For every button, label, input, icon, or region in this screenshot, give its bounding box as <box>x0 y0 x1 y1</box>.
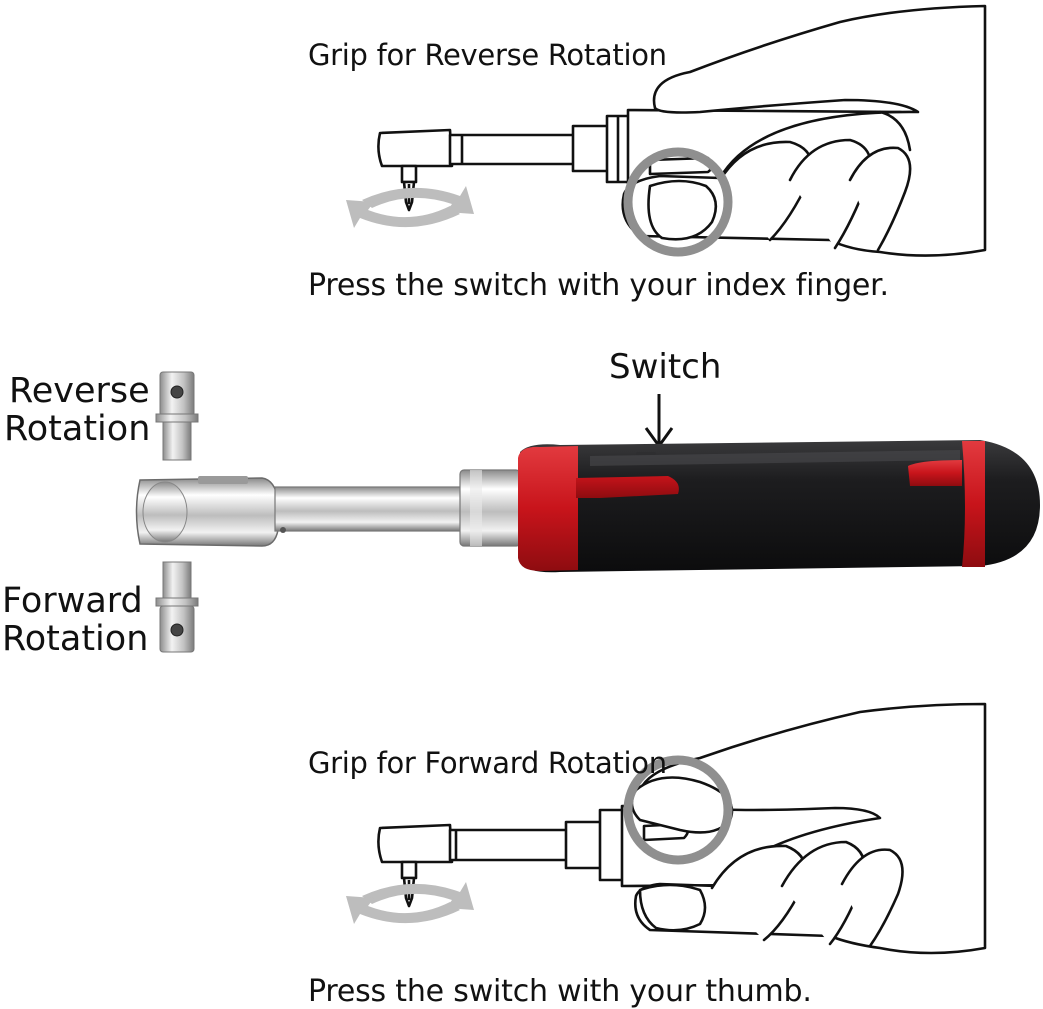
handle <box>518 440 1040 573</box>
switch-label: Switch <box>609 347 722 387</box>
reverse-bit-adapter <box>155 371 199 461</box>
bottom-switch-highlight-ring <box>623 755 733 865</box>
reverse-label-line1: Reverse <box>9 371 150 411</box>
collar <box>459 469 521 547</box>
reverse-rotation-label: Reverse Rotation <box>4 372 150 448</box>
forward-rotation-label: Forward Rotation <box>2 582 148 658</box>
top-switch-highlight-ring <box>623 147 733 257</box>
top-rotation-arrows <box>346 186 474 228</box>
shaft <box>274 486 466 532</box>
top-grip-title: Grip for Reverse Rotation <box>308 38 667 72</box>
top-hand-outline <box>621 4 987 257</box>
bottom-instruction: Press the switch with your thumb. <box>308 974 812 1009</box>
bottom-hand-outline <box>630 702 987 955</box>
top-instruction: Press the switch with your index finger. <box>308 268 889 303</box>
switch-arrow-icon <box>644 394 674 449</box>
ratchet-head <box>135 476 279 547</box>
bottom-rotation-arrows <box>346 882 474 924</box>
reverse-label-line2: Rotation <box>4 409 151 449</box>
forward-label-line2: Rotation <box>2 619 149 659</box>
forward-bit-adapter <box>155 561 199 653</box>
forward-label-line1: Forward <box>2 581 143 621</box>
bottom-grip-title: Grip for Forward Rotation <box>308 746 667 780</box>
